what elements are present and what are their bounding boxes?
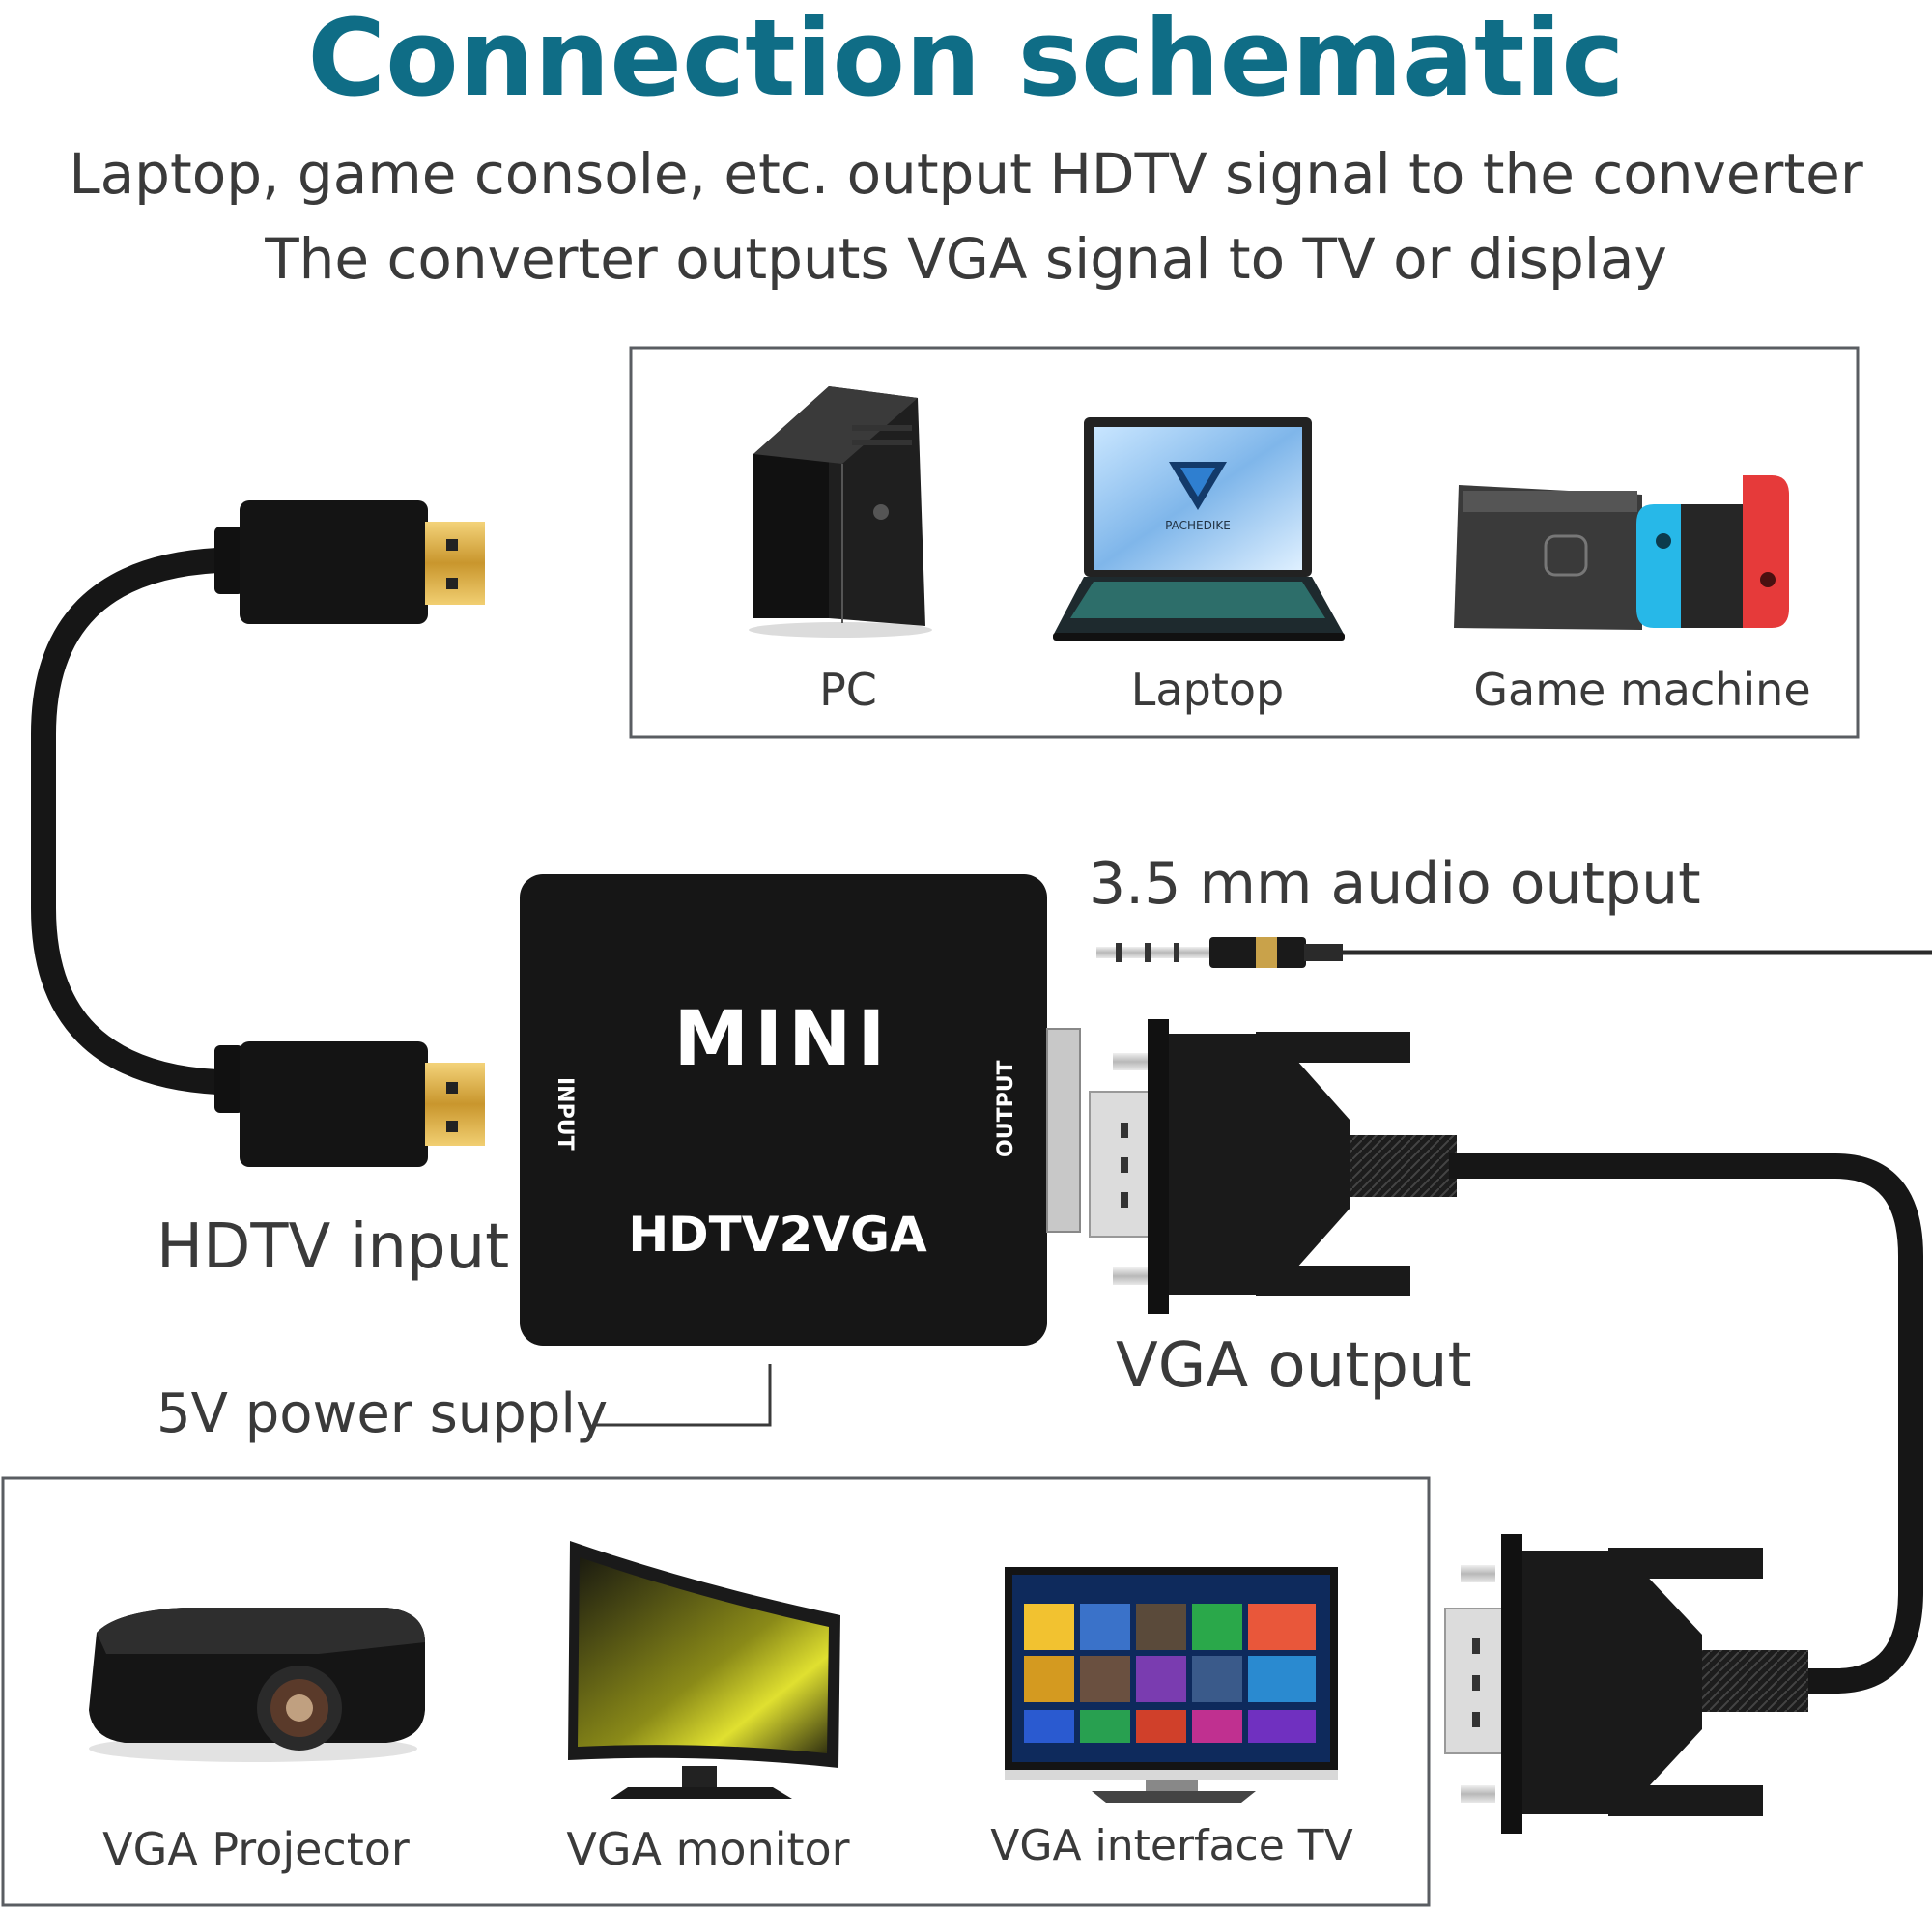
output-label-tv: VGA interface TV xyxy=(990,1821,1352,1870)
callout-power-supply: 5V power supply xyxy=(156,1382,608,1445)
source-label-pc: PC xyxy=(819,664,877,716)
power-leader-line xyxy=(594,1364,772,1427)
hdmi-cable xyxy=(31,548,230,1095)
converter-box xyxy=(520,874,1081,1346)
callout-vga-output: VGA output xyxy=(1116,1330,1472,1402)
svg-text:PACHEDIKE: PACHEDIKE xyxy=(1165,519,1231,532)
callout-hdtv-input: HDTV input xyxy=(156,1211,509,1283)
converter-brand: MINI xyxy=(674,996,892,1083)
output-label-projector: VGA Projector xyxy=(102,1823,410,1875)
callout-audio-output: 3.5 mm audio output xyxy=(1089,850,1701,918)
audio-jack-plug xyxy=(1096,937,1932,968)
vga-cable xyxy=(1449,1153,1923,1694)
hdmi-plug-top xyxy=(214,500,485,624)
source-label-laptop: Laptop xyxy=(1131,664,1284,716)
page-title: Connection schematic xyxy=(307,0,1624,120)
laptop-icon: PACHEDIKE xyxy=(1053,417,1345,641)
output-devices-frame xyxy=(1,1476,1431,1907)
converter-input-port-label: INPUT xyxy=(553,1077,577,1151)
hdmi-plug-bottom xyxy=(214,1041,485,1167)
vga-connector-converter xyxy=(1089,1019,1457,1314)
curved-monitor-icon xyxy=(568,1541,840,1799)
subtitle-line-2: The converter outputs VGA signal to TV o… xyxy=(264,226,1667,292)
vga-connector-display xyxy=(1444,1534,1808,1834)
converter-model: HDTV2VGA xyxy=(628,1207,927,1263)
pc-tower-icon xyxy=(749,386,932,638)
converter-output-port-label: OUTPUT xyxy=(994,1060,1018,1157)
game-console-icon xyxy=(1454,475,1789,630)
output-label-monitor: VGA monitor xyxy=(566,1823,849,1875)
projector-icon xyxy=(89,1608,425,1762)
source-label-game: Game machine xyxy=(1473,664,1810,716)
tv-icon xyxy=(1005,1567,1338,1803)
subtitle-line-1: Laptop, game console, etc. output HDTV s… xyxy=(69,141,1863,207)
source-devices-frame xyxy=(629,346,1860,739)
